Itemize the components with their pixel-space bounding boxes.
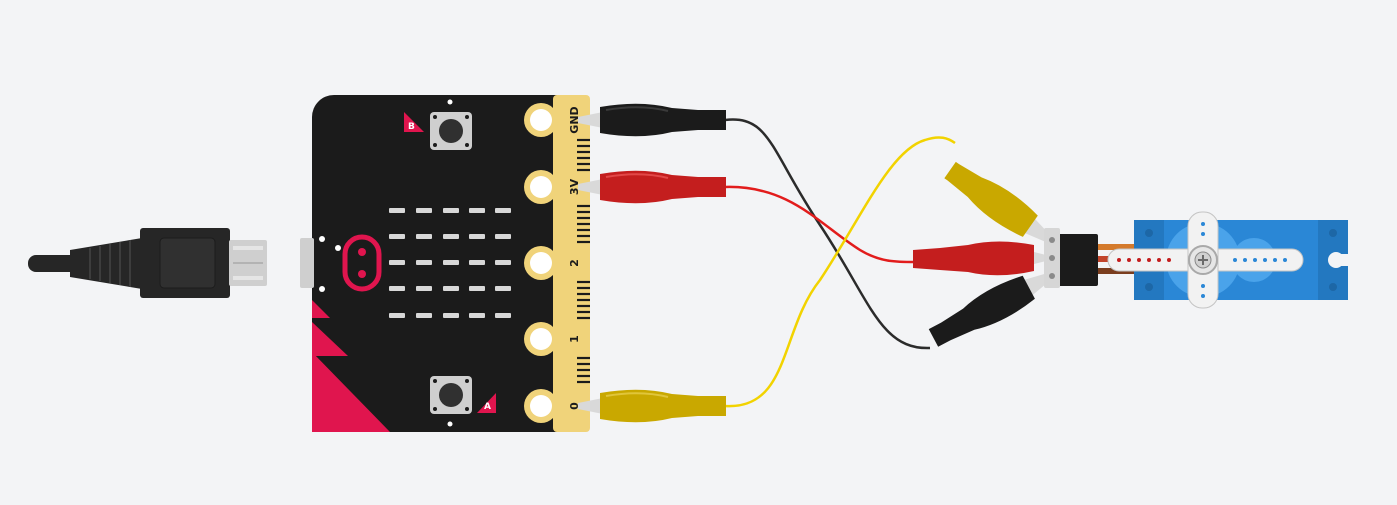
button-a[interactable] — [430, 376, 472, 427]
button-b[interactable] — [430, 99, 472, 151]
pin-label-gnd: GND — [568, 106, 581, 133]
pin-pad-1[interactable] — [524, 322, 558, 356]
button-b-label: B — [404, 112, 424, 132]
edge-connector-ticks — [577, 138, 590, 384]
alligator-clip-icon[interactable] — [578, 389, 726, 423]
pin-label-0: 0 — [568, 402, 581, 410]
microbit-logo-icon — [342, 234, 382, 292]
pin-label-3v: 3V — [568, 178, 581, 195]
wire-gnd[interactable] — [724, 118, 931, 350]
alligator-clip-icon[interactable] — [578, 170, 726, 204]
servo-motor-icon[interactable] — [1044, 211, 1350, 309]
microbit-board[interactable]: GND 3V 2 1 0 — [300, 95, 590, 432]
pin-label-1: 1 — [568, 335, 581, 343]
usb-cable-icon[interactable] — [28, 228, 267, 298]
wire-signal[interactable] — [724, 136, 956, 408]
led-matrix — [389, 208, 511, 318]
alligator-clip-icon[interactable] — [913, 241, 1050, 276]
wire-3v[interactable] — [724, 185, 916, 264]
board-usb-port — [300, 238, 314, 288]
pin-pad-2[interactable] — [524, 246, 558, 280]
pin-pad-0[interactable] — [524, 389, 558, 423]
svg-text:A: A — [484, 402, 491, 412]
pin-pad-3v[interactable] — [524, 170, 558, 204]
pin-label-2: 2 — [568, 259, 581, 267]
button-a-label: A — [477, 393, 496, 413]
alligator-clip-icon[interactable] — [926, 263, 1056, 353]
pin-pad-gnd[interactable] — [524, 103, 558, 137]
svg-text:B: B — [408, 122, 415, 132]
alligator-clip-icon[interactable] — [941, 157, 1058, 252]
alligator-clip-icon[interactable] — [578, 103, 726, 137]
